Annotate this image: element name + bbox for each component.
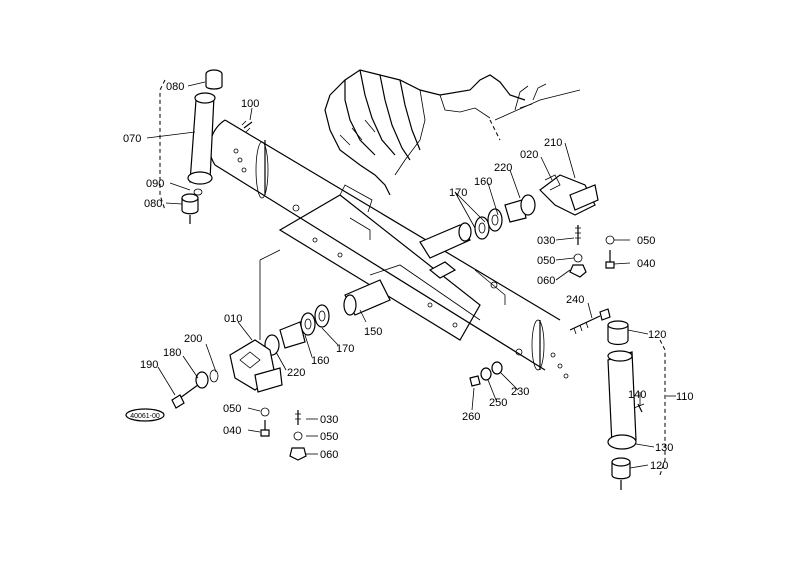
part-label: 120 bbox=[650, 460, 668, 472]
part-label: 260 bbox=[462, 411, 480, 423]
part-label: 250 bbox=[489, 397, 507, 409]
part-label: 230 bbox=[511, 386, 529, 398]
part-label: 150 bbox=[364, 326, 382, 338]
part-label: 040 bbox=[223, 425, 241, 437]
part-label: 080 bbox=[144, 198, 162, 210]
part-label: 050 bbox=[320, 431, 338, 443]
part-label: 110 bbox=[676, 391, 694, 403]
part-number-labels: 080 070 100 090 080 170 160 220 020 210 … bbox=[123, 81, 694, 472]
part-label: 100 bbox=[241, 98, 259, 110]
left-bearing-set bbox=[229, 304, 330, 393]
axle-beam bbox=[209, 119, 569, 379]
left-fasteners bbox=[171, 369, 307, 461]
part-label: 130 bbox=[655, 442, 673, 454]
part-label: 160 bbox=[474, 176, 492, 188]
part-label: 180 bbox=[163, 347, 181, 359]
center-bolt-and-washers bbox=[469, 308, 611, 387]
diagram-code-badge: 40061-00 bbox=[125, 408, 165, 422]
part-label: 020 bbox=[520, 149, 538, 161]
part-label: 120 bbox=[648, 329, 666, 341]
right-bearing-set bbox=[474, 174, 599, 240]
part-label: 050 bbox=[223, 403, 241, 415]
center-bracket bbox=[278, 184, 481, 341]
part-label: 210 bbox=[544, 137, 562, 149]
part-label: 070 bbox=[123, 133, 141, 145]
part-label: 060 bbox=[537, 275, 555, 287]
part-label: 050 bbox=[537, 255, 555, 267]
tractor-frame-outline bbox=[324, 69, 581, 196]
part-label: 170 bbox=[336, 343, 354, 355]
part-label: 220 bbox=[287, 367, 305, 379]
part-label: 080 bbox=[166, 81, 184, 93]
part-label: 240 bbox=[566, 294, 584, 306]
part-label: 220 bbox=[494, 162, 512, 174]
part-label: 030 bbox=[537, 235, 555, 247]
part-label: 040 bbox=[637, 258, 655, 270]
right-fasteners bbox=[569, 225, 615, 278]
part-label: 140 bbox=[628, 389, 646, 401]
part-label: 200 bbox=[184, 333, 202, 345]
right-kingpin bbox=[607, 320, 666, 490]
part-label: 060 bbox=[320, 449, 338, 461]
diagram-code: 40061-00 bbox=[130, 413, 160, 420]
part-label: 050 bbox=[637, 235, 655, 247]
part-label: 170 bbox=[449, 187, 467, 199]
part-label: 090 bbox=[146, 178, 164, 190]
part-label: 190 bbox=[140, 359, 158, 371]
leader-lines bbox=[146, 81, 676, 469]
part-label: 160 bbox=[311, 355, 329, 367]
part-label: 030 bbox=[320, 414, 338, 426]
part-label: 010 bbox=[224, 313, 242, 325]
center-pivot-shafts bbox=[343, 222, 472, 316]
left-kingpin bbox=[159, 69, 253, 224]
